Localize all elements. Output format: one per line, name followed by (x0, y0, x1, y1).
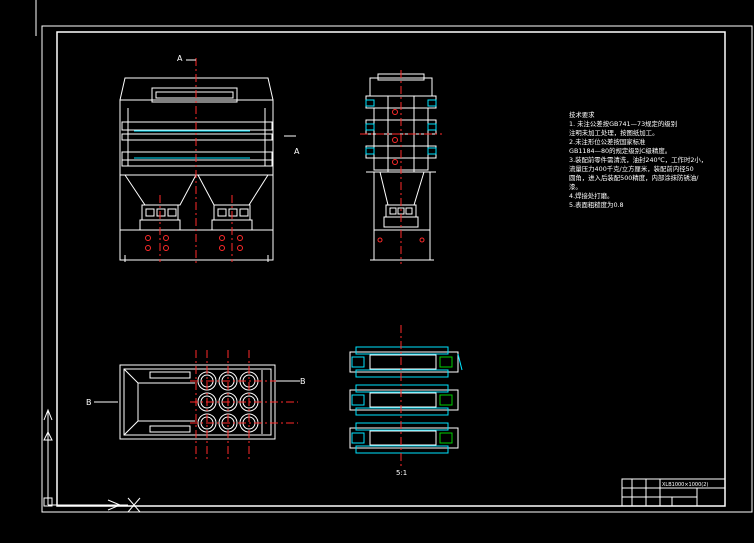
side-view-centerline (360, 70, 442, 264)
detail-views (349, 325, 463, 466)
note-line-7: 圆角，进入后装配500精度，内部涂抹防锈油/ (569, 173, 699, 182)
front-view (119, 77, 274, 262)
section-a-label-right: A (294, 147, 300, 156)
note-line-9: 4.焊接处打磨。 (569, 191, 613, 200)
note-line-1: 1. 未注公差按GB741—73规定的级别 (569, 119, 677, 128)
detail-2 (349, 384, 459, 416)
note-line-2: 注明未加工处理，按图纸加工。 (569, 128, 658, 137)
title-block-drawing-name: XLB1000×1000(2) (662, 482, 708, 488)
detail-scale-label: 5:1 (396, 469, 407, 477)
front-view-bolts (145, 235, 243, 251)
note-line-3: 2.未注形位公差按国家标准 (569, 137, 646, 146)
section-a-markers (186, 59, 296, 137)
note-line-10: 5.表面粗糙度为0.8 (569, 200, 624, 209)
section-b-label-left: B (86, 398, 92, 407)
note-line-4: GB1184—80的规定级别C级精度。 (569, 146, 671, 155)
front-view-centerlines (159, 58, 233, 264)
side-view-bolts (377, 109, 425, 243)
ucs-icon (43, 408, 141, 513)
sheet-border (41, 25, 753, 513)
section-a-label-top: A (177, 54, 183, 63)
note-line-6: 流量压力400千克/立方厘米，装配前内径50 (569, 164, 694, 173)
top-view-centerlines (190, 350, 298, 460)
note-line-8: 漆。 (569, 182, 582, 191)
title-block (621, 478, 726, 507)
front-view-cyan-rail (134, 130, 250, 159)
section-b-markers (94, 380, 300, 403)
note-line-0: 技术要求 (569, 110, 595, 119)
detail-3 (349, 422, 459, 454)
detail-1 (349, 346, 463, 378)
note-line-5: 3.装配前零件需清洗，油封240℃，工作时2小， (569, 155, 707, 164)
technical-notes: 技术要求 1. 未注公差按GB741—73规定的级别 注明未加工处理，按图纸加工… (569, 110, 707, 209)
section-b-label-right: B (300, 377, 306, 386)
side-view-cyan (365, 99, 437, 155)
